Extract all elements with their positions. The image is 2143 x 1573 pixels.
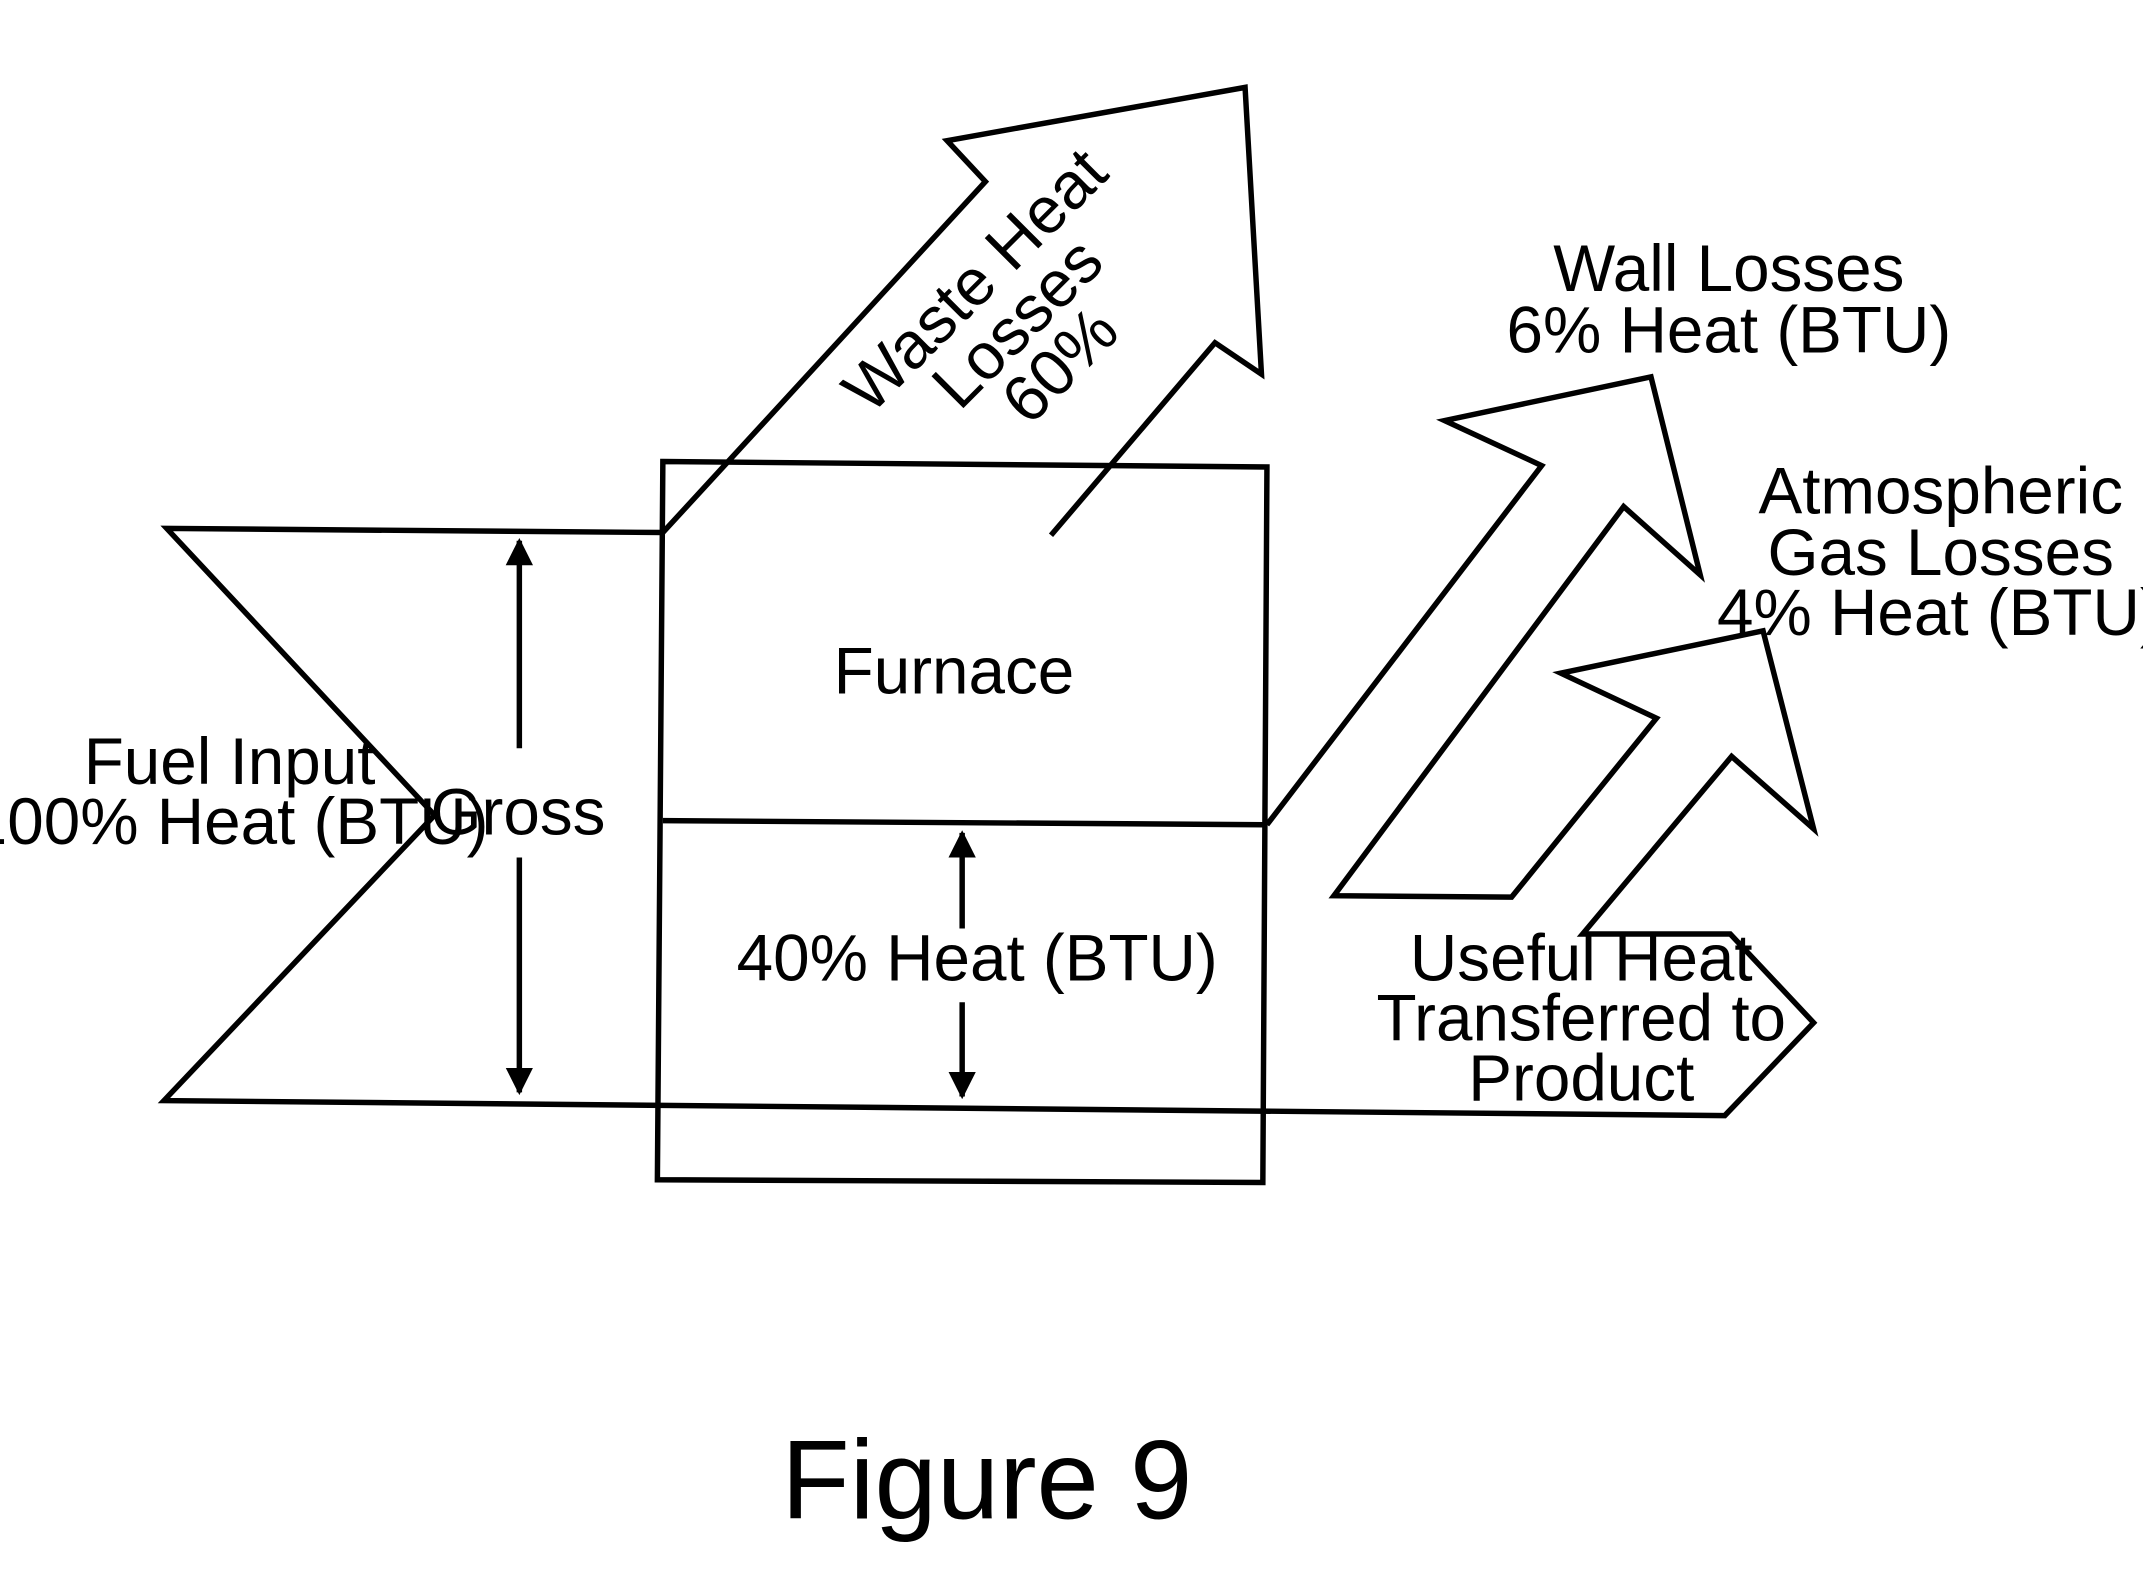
fuel-input-label-line2: 100% Heat (BTU) [0,785,488,858]
atmospheric-losses-label-line3: 4% Heat (BTU) [1717,576,2143,649]
gross-label: Gross [431,775,606,848]
waste-heat-label: Waste Heat Losses 60% [829,134,1206,511]
useful-heat-label-line3: Product [1468,1042,1694,1115]
wall-losses-label-line2: 6% Heat (BTU) [1507,293,1952,366]
useful-heat-measure-label: 40% Heat (BTU) [737,921,1218,994]
figure-caption: Figure 9 [781,1417,1192,1542]
furnace-divider-line [663,821,1264,825]
furnace-label: Furnace [834,635,1075,708]
